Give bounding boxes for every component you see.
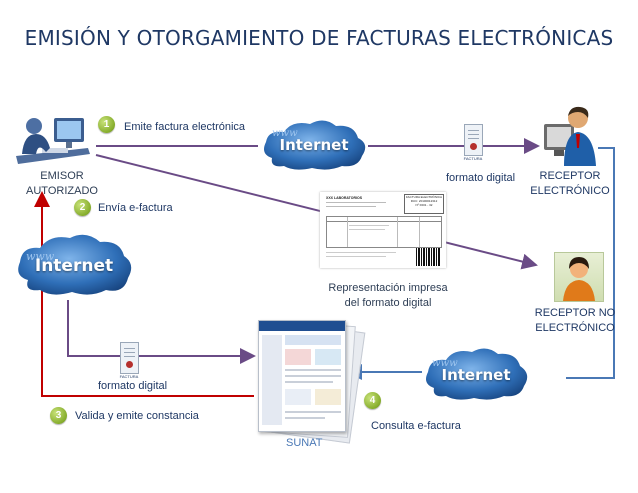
internet-cloud-top: www Internet	[258, 118, 370, 172]
receptor-electronico-icon	[540, 104, 598, 168]
formato-digital-top-label: formato digital	[446, 172, 516, 184]
step-4-label: Consulta e-factura	[371, 420, 461, 432]
step-2-label: Envía e-factura	[98, 202, 173, 214]
receptor-no-electronico-icon	[554, 252, 604, 302]
step-3-label: Valida y emite constancia	[75, 410, 199, 422]
step-1-label: Emite factura electrónica	[124, 121, 246, 133]
formato-digital-bottom-label: formato digital	[98, 380, 168, 392]
cloud-www-text: www	[432, 358, 458, 369]
cloud-www-text: www	[26, 250, 55, 263]
sunat-portal-image	[256, 320, 366, 444]
cloud-internet-text: Internet	[34, 256, 114, 276]
step-3-badge: 3	[50, 407, 67, 424]
emisor-computer-icon	[12, 112, 92, 170]
cloud-internet-text: Internet	[441, 366, 511, 384]
sunat-label: SUNAT	[286, 437, 323, 449]
factura-document-icon: FACTURA	[118, 342, 140, 382]
invoice-ruc: RUC: 20100012312	[410, 199, 438, 203]
invoice-number: Nº F001 - 32	[415, 203, 433, 207]
step-2-badge: 2	[74, 199, 91, 216]
arrow-receptor-internet	[566, 147, 615, 379]
cloud-www-text: www	[272, 128, 298, 139]
factura-caption: FACTURA	[119, 374, 139, 379]
representacion-label: Representación impresa del formato digit…	[328, 282, 448, 309]
internet-cloud-bottom: www Internet	[420, 346, 532, 402]
page-title: EMISIÓN Y OTORGAMIENTO DE FACTURAS ELECT…	[24, 26, 614, 50]
step-1-badge: 1	[98, 116, 115, 133]
invoice-preview: XXX LABORATORIOS FACTURA ELECTRÓNICA RUC…	[320, 192, 446, 268]
receptor-no-electronico-label: RECEPTOR NO ELECTRÓNICO	[534, 307, 616, 334]
arrow-internet-sunat	[67, 300, 256, 364]
invoice-company: XXX LABORATORIOS	[326, 196, 363, 200]
emisor-label: EMISOR AUTORIZADO	[26, 170, 98, 197]
factura-caption: FACTURA	[463, 156, 483, 161]
arrow-emisor-receptor-no	[95, 154, 538, 270]
receptor-electronico-label: RECEPTOR ELECTRÓNICO	[530, 170, 610, 197]
invoice-doc-title: FACTURA ELECTRÓNICA	[405, 195, 442, 199]
step-4-badge: 4	[364, 392, 381, 409]
cloud-internet-text: Internet	[279, 136, 349, 154]
internet-cloud-left: www Internet	[12, 232, 136, 298]
factura-document-icon: FACTURA	[462, 124, 484, 164]
